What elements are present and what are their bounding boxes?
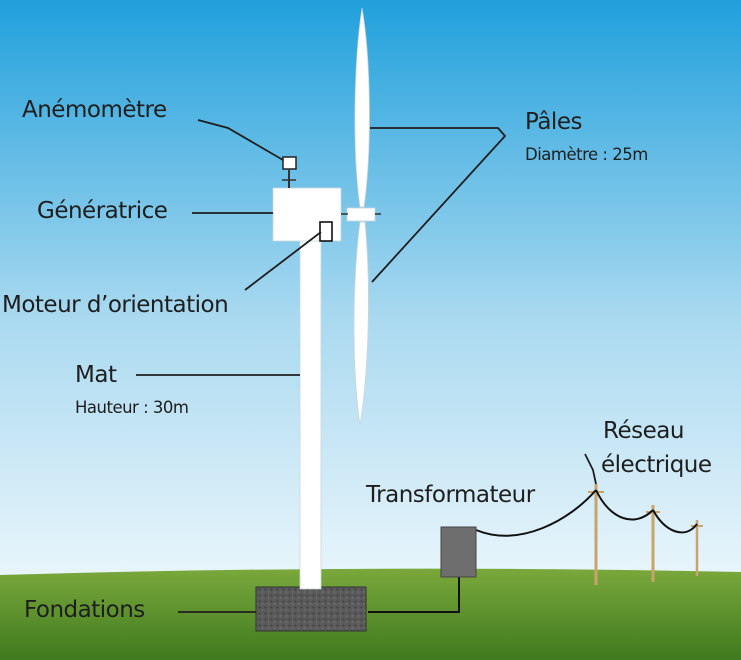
callout-reseau [584,453,597,485]
foundation-block [255,586,367,632]
tower-mast [299,237,322,590]
ground [0,568,741,660]
label-hauteur: Hauteur : 30m [75,398,189,417]
label-mat: Mat [75,362,117,388]
label-fondations: Fondations [24,597,145,623]
label-reseau-line1: Réseau [603,418,684,444]
callout-lines [136,119,597,613]
sky [0,0,741,575]
anemometer [282,156,297,188]
power-cables [475,489,698,537]
transformer-box [440,526,477,578]
label-diametre: Diamètre : 25m [525,145,648,164]
blade-bottom [353,221,369,426]
callout-moteur [244,231,322,291]
callout-anemometre [197,119,284,161]
label-transformateur: Transformateur [366,482,535,508]
callout-pales [370,127,507,283]
blade-top [354,7,370,208]
label-moteur-orientation: Moteur d’orientation [2,292,229,318]
underground-cable [368,576,460,613]
label-anemometre: Anémomètre [22,97,167,123]
label-generatrice: Génératrice [37,198,168,224]
rotor-hub [346,207,376,222]
label-reseau-line2: électrique [601,452,712,478]
yaw-motor [319,221,333,242]
label-pales: Pâles [525,109,582,135]
power-poles [588,484,703,585]
